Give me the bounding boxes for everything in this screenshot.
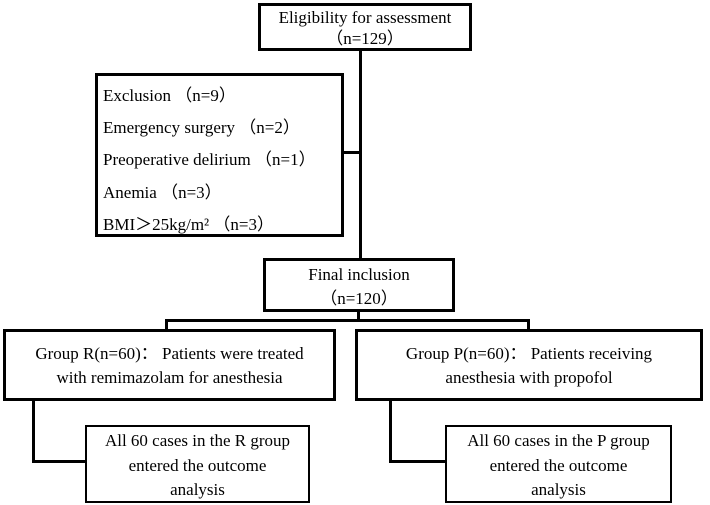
exclusion-anemia: Anemia （n=3） xyxy=(103,182,222,202)
exclusion-emergency: Emergency surgery （n=2） xyxy=(103,118,300,138)
connector-final-stub xyxy=(357,311,360,321)
group-r-line2: with remimazolam for anesthesia xyxy=(56,368,283,387)
eligibility-count: （n=129） xyxy=(326,29,404,48)
group-r-box: Group R(n=60)： Patients were treated wit… xyxy=(3,329,336,401)
exclusion-total: Exclusion （n=9） xyxy=(103,86,236,105)
group-p-line1: Group P(n=60)： Patients receiving xyxy=(405,344,653,363)
final-inclusion-count: （n=120） xyxy=(320,289,398,308)
exclusion-box: Exclusion （n=9） Emergency surgery （n=2） … xyxy=(95,73,344,237)
outcome-r-box: All 60 cases in the R group entered the … xyxy=(85,425,310,503)
exclusion-bmi: BMI＞25kg/m² （n=3） xyxy=(103,214,274,234)
final-inclusion-title: Final inclusion xyxy=(308,265,410,284)
group-p-line2: anesthesia with propofol xyxy=(445,368,613,387)
connector-exclusion-branch xyxy=(342,151,362,154)
group-r-line1: Group R(n=60)： Patients were treated xyxy=(35,344,304,363)
outcome-r-line1: All 60 cases in the R group xyxy=(104,431,291,450)
connector-group-r-elbow-horizontal xyxy=(32,460,88,463)
group-p-box: Group P(n=60)： Patients receiving anesth… xyxy=(355,329,703,401)
connector-branch-left-stub xyxy=(165,319,168,331)
exclusion-delirium: Preoperative delirium （n=1） xyxy=(103,150,316,170)
outcome-p-line3: analysis xyxy=(531,480,586,499)
connector-group-p-elbow-horizontal xyxy=(389,460,448,463)
connector-branch-right-stub xyxy=(527,319,530,331)
final-inclusion-box: Final inclusion （n=120） xyxy=(263,258,455,312)
outcome-p-line1: All 60 cases in the P group xyxy=(467,431,650,450)
connector-group-p-elbow-vertical xyxy=(389,400,392,463)
connector-group-r-elbow-vertical xyxy=(32,400,35,463)
connector-eligibility-to-final xyxy=(359,50,362,259)
outcome-p-line2: entered the outcome xyxy=(489,455,628,475)
outcome-r-line2: entered the outcome xyxy=(128,455,267,475)
connector-branch-horizontal xyxy=(165,319,530,322)
eligibility-title: Eligibility for assessment xyxy=(278,8,452,27)
outcome-p-box: All 60 cases in the P group entered the … xyxy=(445,425,672,503)
outcome-r-line3: analysis xyxy=(170,480,225,499)
eligibility-box: Eligibility for assessment （n=129） xyxy=(258,3,472,51)
